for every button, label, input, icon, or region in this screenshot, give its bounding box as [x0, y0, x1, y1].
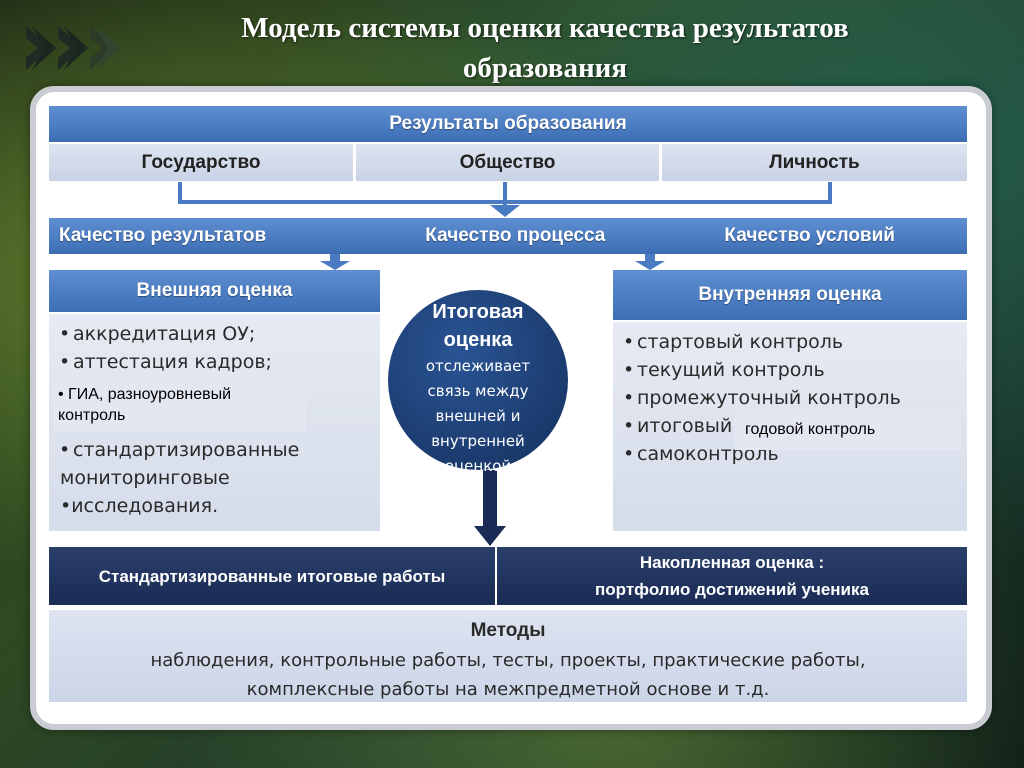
subject-state: Государство [49, 144, 353, 181]
list-item: текущий контроль [621, 356, 967, 384]
arrow-down-icon [490, 205, 520, 217]
internal-annual-overlay: годовой контроль [735, 408, 961, 450]
chevron-right-icon [90, 26, 114, 70]
quality-results: Качество результатов [59, 225, 267, 246]
circle-line-4: связь между [427, 382, 529, 400]
list-item: стартовый контроль [621, 328, 967, 356]
results-header-label: Результаты образования [389, 113, 627, 134]
overlay-line-2: контроль [58, 407, 126, 424]
arrow-down-icon [474, 526, 506, 546]
page-title: Модель системы оценки качества результат… [130, 8, 960, 88]
list-item: аккредитация ОУ; [57, 320, 380, 348]
internal-header-label: Внутренняя оценка [698, 284, 882, 305]
list-item-cont: мониторинговые [60, 467, 230, 489]
circle-line-1: Итоговая [432, 301, 524, 323]
subject-society-label: Общество [459, 151, 556, 173]
overlay-line-1: • ГИА, разноуровневый [58, 386, 232, 403]
subject-person: Личность [662, 144, 967, 181]
methods-box: Методы наблюдения, контрольные работы, т… [49, 610, 967, 702]
title-line-1: Модель системы оценки качества результат… [241, 12, 849, 44]
subject-state-label: Государство [141, 151, 261, 173]
internal-header: Внутренняя оценка [613, 270, 967, 320]
methods-title: Методы [470, 620, 546, 641]
subject-society: Общество [356, 144, 659, 181]
title-line-2: образования [462, 52, 628, 84]
final-assessment-circle: Итоговая оценка отслеживает связь между … [388, 290, 568, 475]
accumulated-assessment: Накопленная оценка : портфолио достижени… [497, 547, 967, 605]
list-item: промежуточный контроль [621, 384, 967, 412]
list-item-cont: •исследования. [60, 495, 219, 517]
external-header-label: Внешняя оценка [136, 280, 293, 301]
circle-line-3: отслеживает [425, 357, 531, 375]
subject-person-label: Личность [769, 151, 860, 173]
quality-process: Качество процесса [425, 225, 606, 246]
quality-conditions: Качество условий [724, 225, 895, 246]
methods-line-2: комплексные работы на межпредметной осно… [246, 679, 770, 700]
list-item: стандартизированные [57, 436, 380, 464]
circle-line-5: внешней и [435, 407, 521, 425]
methods-line-1: наблюдения, контрольные работы, тесты, п… [150, 650, 866, 671]
accumulated-line-2: портфолио достижений ученика [595, 580, 869, 599]
circle-line-2: оценка [443, 329, 513, 351]
external-gia-overlay: • ГИА, разноуровневый контроль [54, 383, 306, 431]
overlay-annual-label: годовой контроль [745, 421, 876, 438]
chevron-arrows-icon [26, 26, 120, 70]
standardized-final-works-label: Стандартизированные итоговые работы [98, 566, 446, 586]
circle-line-7: оценкой [444, 457, 512, 475]
chevron-right-icon [58, 26, 82, 70]
accumulated-line-1: Накопленная оценка : [639, 553, 825, 572]
arrow-down-icon [635, 261, 665, 270]
chevron-right-icon [26, 26, 50, 70]
external-header: Внешняя оценка [49, 270, 380, 312]
quality-bar: Качество результатов Качество процесса К… [49, 218, 967, 254]
list-item: аттестация кадров; [57, 348, 380, 376]
circle-line-6: внутренней [431, 432, 525, 450]
results-header: Результаты образования [49, 106, 967, 142]
standardized-final-works: Стандартизированные итоговые работы [49, 547, 495, 605]
arrow-down-icon [320, 261, 350, 270]
list-item: итоговый [621, 412, 967, 440]
